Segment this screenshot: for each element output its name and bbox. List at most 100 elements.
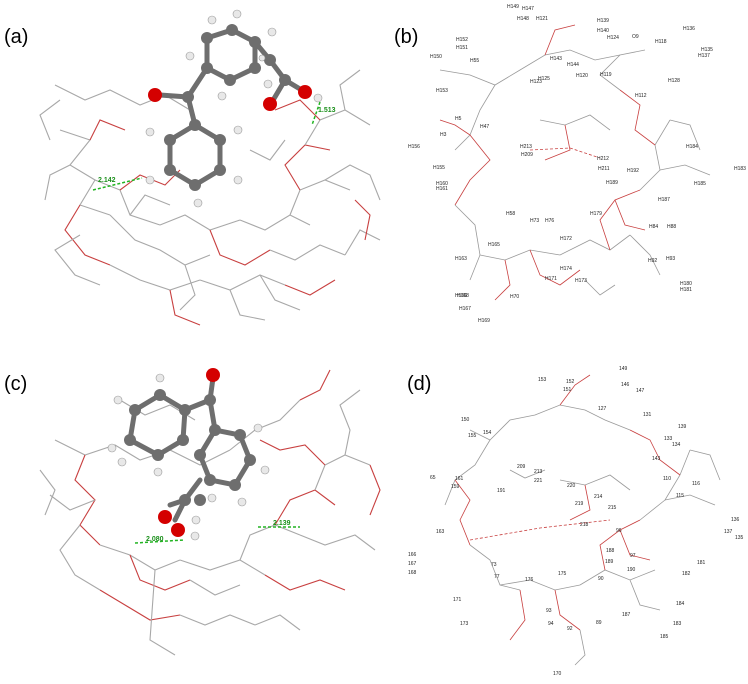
svg-text:136: 136	[731, 517, 740, 523]
svg-text:H181: H181	[680, 287, 692, 293]
panel-label-d: (d)	[407, 373, 431, 395]
svg-text:89: 89	[596, 620, 602, 626]
svg-text:168: 168	[408, 570, 417, 576]
svg-text:H166: H166	[455, 293, 467, 299]
panel-label-c: (c)	[4, 373, 27, 395]
svg-text:O9: O9	[632, 34, 639, 40]
svg-text:219: 219	[575, 501, 584, 507]
svg-text:185: 185	[660, 634, 669, 640]
panel-b: (b) H149 H147	[394, 4, 746, 324]
svg-text:H172: H172	[560, 236, 572, 242]
svg-text:213: 213	[534, 469, 543, 475]
svg-text:171: 171	[453, 597, 462, 603]
svg-text:H163: H163	[455, 256, 467, 262]
svg-text:133: 133	[664, 436, 673, 442]
svg-text:H84: H84	[649, 224, 658, 230]
svg-text:H139: H139	[597, 18, 609, 24]
svg-text:135: 135	[735, 535, 744, 541]
labeled-skeleton-b	[439, 24, 711, 301]
svg-text:H143: H143	[550, 56, 562, 62]
svg-text:218: 218	[580, 522, 589, 528]
svg-text:154: 154	[483, 430, 492, 436]
svg-text:H128: H128	[668, 78, 680, 84]
svg-text:H140: H140	[597, 28, 609, 34]
svg-text:189: 189	[605, 559, 614, 565]
svg-text:H137: H137	[698, 53, 710, 59]
hbond-label-c2: 2.139	[273, 520, 291, 527]
svg-text:H144: H144	[567, 62, 579, 68]
carbon-atoms-c	[124, 389, 256, 506]
svg-text:92: 92	[567, 626, 573, 632]
svg-text:96: 96	[616, 528, 622, 534]
cyclodextrin-wireframe-c	[39, 369, 381, 656]
svg-text:H168: H168	[457, 293, 469, 299]
svg-text:184: 184	[676, 601, 685, 607]
hbond-label-a1: 2.142	[98, 177, 116, 184]
panel-label-a: (a)	[4, 26, 28, 48]
svg-text:187: 187	[622, 612, 631, 618]
svg-text:H179: H179	[590, 211, 602, 217]
svg-text:H213: H213	[520, 144, 532, 150]
guest-molecule-c	[107, 368, 270, 541]
svg-text:H125: H125	[538, 76, 550, 82]
svg-text:H93: H93	[666, 256, 675, 262]
panel-label-b: (b)	[394, 26, 418, 48]
labeled-skeleton-d	[444, 374, 721, 666]
svg-text:H3: H3	[440, 132, 447, 138]
svg-text:170: 170	[553, 671, 562, 677]
svg-text:181: 181	[697, 560, 706, 566]
svg-text:H55: H55	[470, 58, 479, 64]
svg-text:H165: H165	[488, 242, 500, 248]
svg-text:209: 209	[517, 464, 526, 470]
atom-labels-b: H149 H147 H148 H121 H123 H139 H140 H124 …	[408, 4, 746, 324]
svg-text:173: 173	[460, 621, 469, 627]
svg-text:H211: H211	[598, 166, 610, 172]
svg-text:167: 167	[408, 561, 417, 567]
svg-text:H119: H119	[600, 72, 612, 78]
svg-text:H151: H151	[456, 45, 468, 51]
svg-text:H183: H183	[734, 166, 746, 172]
svg-text:221: 221	[534, 478, 543, 484]
svg-text:H150: H150	[430, 54, 442, 60]
svg-text:131: 131	[643, 412, 652, 418]
svg-text:H123: H123	[530, 79, 542, 85]
svg-text:143: 143	[652, 456, 661, 462]
svg-text:H152: H152	[456, 37, 468, 43]
svg-text:175: 175	[558, 571, 567, 577]
svg-text:H185: H185	[694, 181, 706, 187]
hbond-line-a2	[311, 101, 321, 126]
svg-text:H118: H118	[655, 39, 667, 45]
svg-text:H174: H174	[560, 266, 572, 272]
svg-text:H92: H92	[648, 258, 657, 264]
hbond-label-a2: 1.513	[318, 107, 336, 114]
svg-text:182: 182	[682, 571, 691, 577]
svg-text:H121: H121	[536, 16, 548, 22]
svg-text:149: 149	[619, 366, 628, 372]
svg-text:116: 116	[692, 481, 700, 487]
svg-text:H167: H167	[459, 306, 471, 312]
svg-text:151: 151	[563, 387, 572, 393]
svg-text:163: 163	[436, 529, 445, 535]
svg-text:159: 159	[451, 484, 460, 490]
svg-text:H5: H5	[455, 116, 462, 122]
svg-text:H187: H187	[658, 197, 670, 203]
svg-text:H120: H120	[576, 73, 588, 79]
carbon-atoms-a	[164, 24, 291, 191]
svg-text:H171: H171	[545, 276, 557, 282]
guest-molecule-a	[145, 9, 323, 208]
svg-text:127: 127	[598, 406, 607, 412]
svg-text:H112: H112	[635, 93, 647, 99]
svg-text:152: 152	[566, 379, 575, 385]
svg-text:161: 161	[455, 476, 464, 482]
svg-text:65: 65	[430, 475, 436, 481]
svg-text:115: 115	[676, 493, 684, 499]
svg-text:139: 139	[678, 424, 687, 430]
svg-text:150: 150	[461, 417, 470, 423]
svg-text:H189: H189	[606, 180, 618, 186]
svg-text:137: 137	[724, 529, 733, 535]
svg-text:73: 73	[491, 562, 497, 568]
svg-text:H212: H212	[597, 156, 609, 162]
svg-text:215: 215	[608, 505, 617, 511]
svg-text:H149: H149	[507, 4, 519, 10]
svg-text:166: 166	[408, 552, 417, 558]
